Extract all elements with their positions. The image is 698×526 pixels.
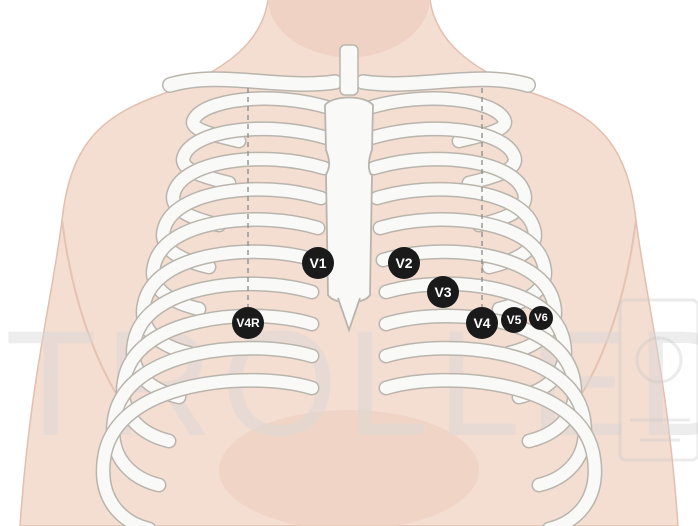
electrode-v2: V2: [388, 247, 420, 279]
electrode-v5-label: V5: [507, 313, 522, 327]
left-clavicle-fill: [170, 79, 335, 85]
electrode-v1-label: V1: [309, 255, 326, 271]
electrode-v5: V5: [501, 307, 527, 333]
electrode-v4r-label: V4R: [236, 316, 260, 330]
electrode-v3-label: V3: [434, 284, 451, 300]
electrode-v1: V1: [302, 247, 334, 279]
electrode-v4: V4: [466, 307, 498, 339]
electrode-v4r: V4R: [232, 307, 264, 339]
electrode-v6-label: V6: [534, 312, 547, 324]
electrode-v3: V3: [427, 276, 459, 308]
electrode-v4-label: V4: [473, 315, 490, 331]
electrode-v6: V6: [529, 306, 553, 330]
sternum: [325, 98, 373, 303]
right-clavicle-fill: [363, 79, 528, 85]
cervical-vertebra: [340, 45, 358, 95]
electrode-v2-label: V2: [395, 255, 412, 271]
